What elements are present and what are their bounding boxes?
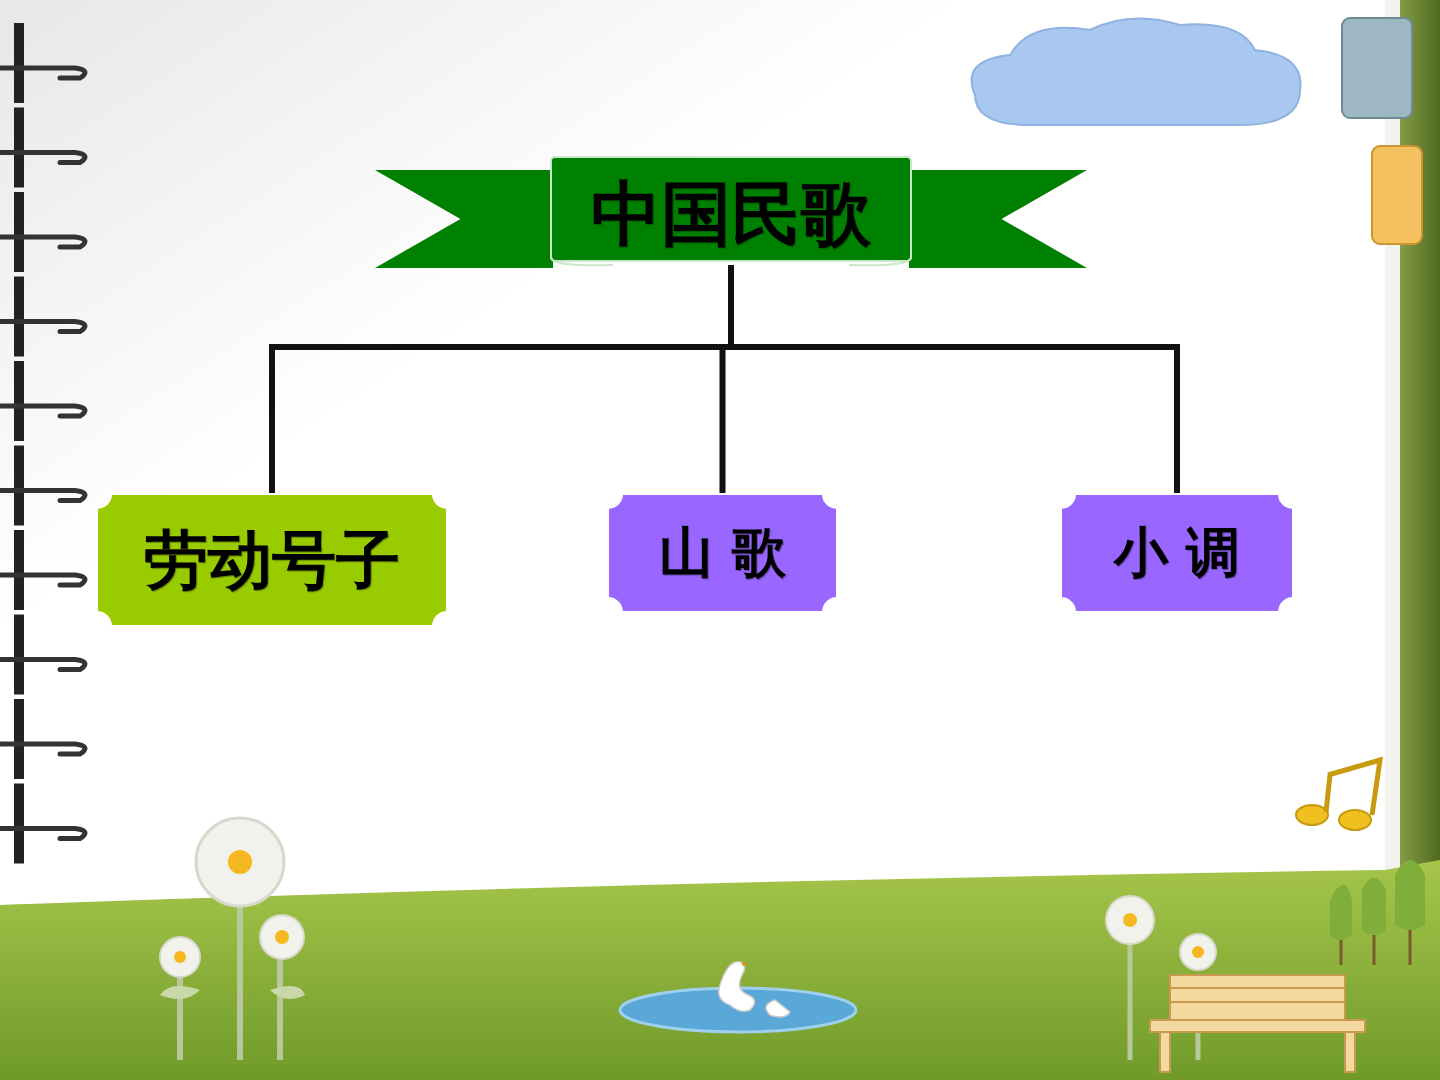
- spiral-ring: [0, 277, 85, 357]
- tree-connector: [272, 268, 731, 495]
- bench: [1150, 975, 1365, 1072]
- category-label: 劳动号子: [144, 525, 400, 595]
- cloud: [972, 19, 1301, 125]
- spiral-rings: [0, 23, 85, 864]
- category-box: 小 调: [1061, 494, 1293, 612]
- spiral-ring: [0, 615, 85, 695]
- box-outline: [97, 494, 447, 626]
- spiral-ring: [0, 23, 85, 103]
- ribbon-tail: [909, 170, 1087, 268]
- page: [0, 0, 1385, 905]
- category-label: 山 歌: [659, 523, 786, 582]
- box-outline: [608, 494, 837, 612]
- spiral-ring: [0, 361, 85, 441]
- title-ribbon: 中国民歌: [375, 157, 1087, 269]
- box-outline: [1061, 494, 1293, 612]
- category-box: 山 歌: [608, 494, 837, 612]
- ribbon-tail: [375, 170, 553, 268]
- tree-connector: [731, 268, 1177, 495]
- spiral-ring: [0, 192, 85, 272]
- category-box: 劳动号子: [97, 494, 447, 626]
- category-label: 小 调: [1114, 523, 1241, 582]
- flowers: [160, 818, 1216, 1060]
- spiral-ring: [0, 446, 85, 526]
- tab: [1342, 18, 1412, 118]
- spiral-ring: [0, 108, 85, 188]
- music-note: [1296, 760, 1380, 830]
- spiral-ring: [0, 784, 85, 864]
- ribbon-center: [551, 157, 911, 261]
- spiral-ring: [0, 699, 85, 779]
- spiral-ring: [0, 530, 85, 610]
- trees: [1330, 860, 1425, 965]
- tab: [1372, 146, 1422, 244]
- pond: [620, 962, 856, 1032]
- ribbon-curl: [551, 257, 911, 265]
- title-text: 中国民歌: [591, 175, 871, 252]
